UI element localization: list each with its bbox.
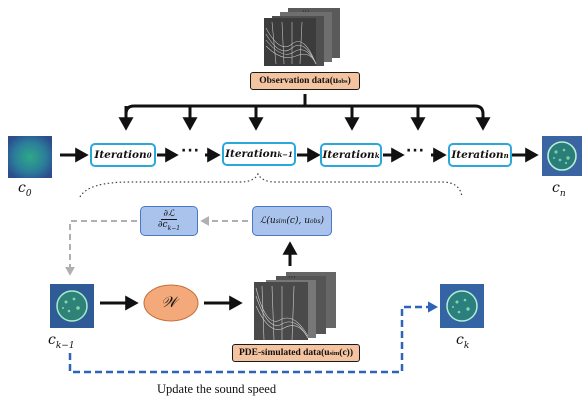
iteration-km1-sub: k−1: [277, 149, 293, 159]
arrow-gradient-ckm1: [65, 220, 137, 276]
c0-label: c0: [18, 180, 32, 199]
iteration-k-sub: k: [374, 150, 380, 160]
c0-base: c: [18, 180, 26, 196]
loss-sub1: sim: [275, 217, 287, 225]
iteration-0-text: Iteration: [94, 149, 147, 161]
ckm1-label: ck−1: [48, 332, 75, 351]
svg-text:···: ···: [302, 7, 310, 16]
ckm1-base: c: [48, 332, 56, 348]
observation-label-sub: obs: [338, 77, 348, 85]
ck-sub: k: [463, 340, 470, 351]
loss-close: ): [320, 216, 325, 226]
svg-text:···: ···: [288, 273, 296, 282]
simulated-waveform-icon: ···: [254, 272, 336, 341]
observation-label-text: Observation data(u: [259, 76, 339, 86]
observation-label-close: ): [347, 76, 351, 86]
gradient-denominator: ∂ck−1: [158, 220, 180, 234]
cn-sub: n: [559, 188, 566, 199]
gradient-denominator-sub: k−1: [167, 224, 181, 232]
operator-symbol: 𝒲: [161, 293, 177, 311]
pde-label-sub: sim: [329, 349, 340, 357]
gradient-numerator: ∂ℒ: [161, 208, 177, 220]
loss-text: ℒ(u: [259, 216, 276, 226]
loss-mid: (c), u: [286, 216, 310, 226]
iteration-km1-text: Iteration: [225, 148, 278, 160]
observation-waveform-icon: ···: [264, 7, 340, 66]
operator-ellipse: [143, 284, 199, 322]
ellipsis-1: ···: [181, 143, 200, 159]
ellipsis-2: ···: [406, 143, 425, 159]
pde-label-close: (c)): [339, 348, 353, 358]
loss-sub2: obs: [310, 217, 321, 225]
updated-speed-map-icon: [440, 284, 484, 328]
cn-base: c: [552, 180, 560, 196]
ck-base: c: [456, 332, 464, 348]
update-caption: Update the sound speed: [157, 382, 277, 396]
gradient-box: ∂ℒ ∂ck−1: [140, 206, 198, 236]
ckm1-sub: k−1: [55, 340, 75, 351]
zoom-bracket: [79, 172, 463, 198]
iteration-k-text: Iteration: [322, 149, 375, 161]
c0-sub: 0: [25, 188, 32, 199]
iteration-n-text: Iteration: [451, 149, 504, 161]
pde-label-text: PDE-simulated data(u: [239, 348, 330, 358]
ck-label: ck: [456, 332, 469, 351]
initial-speed-map-icon: [8, 136, 52, 178]
distribution-bar: [124, 104, 491, 131]
iteration-0-sub: 0: [146, 150, 152, 160]
current-speed-map-icon: [50, 284, 94, 328]
final-speed-map-icon: [542, 136, 582, 176]
gradient-denominator-base: ∂c: [157, 219, 168, 230]
cn-label: cn: [552, 180, 566, 199]
iteration-n-sub: n: [503, 150, 509, 160]
update-path: [68, 301, 438, 374]
